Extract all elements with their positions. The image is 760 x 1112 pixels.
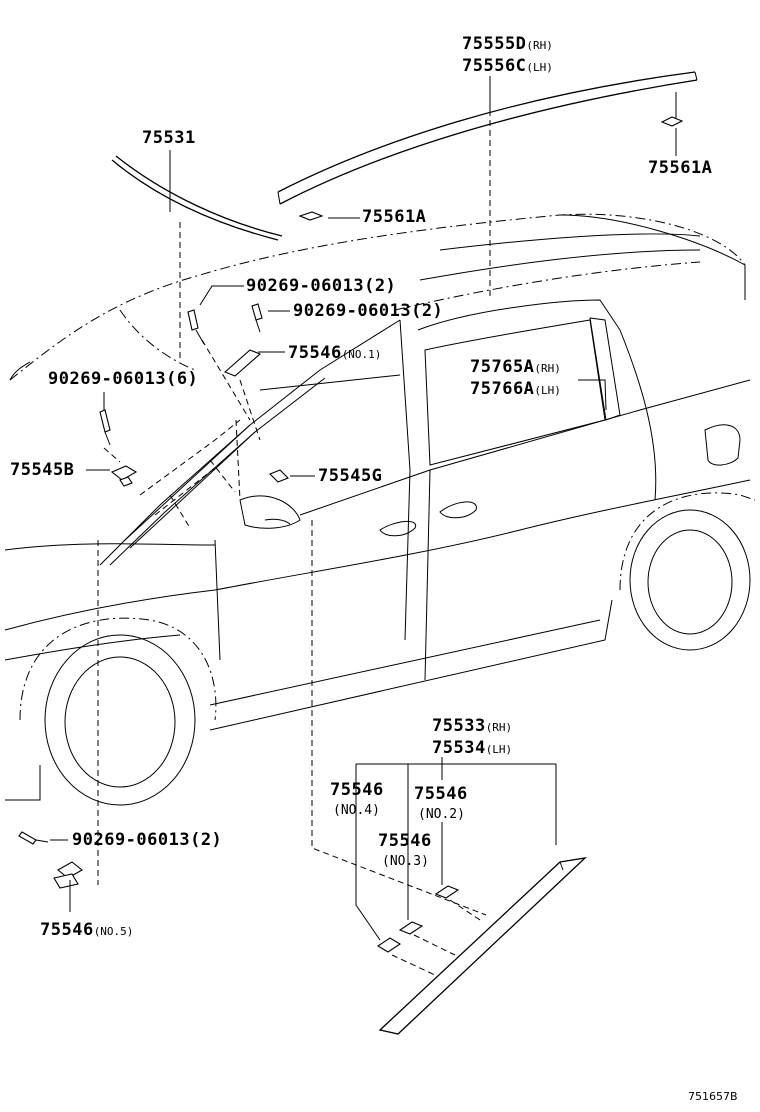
roof-drip-moulding xyxy=(277,71,698,205)
leader-75765 xyxy=(578,379,607,411)
label-75546-no4: 75546 xyxy=(330,780,384,800)
leader-75533-tree xyxy=(355,757,557,941)
label-bolt-90269-6: 90269-06013(6) xyxy=(48,369,199,389)
label-bolt-90269-1: 90269-06013(2) xyxy=(246,276,397,296)
label-75546-no4-sub: (NO.4) xyxy=(333,803,380,818)
label-75556c: 75556C(LH) xyxy=(462,56,553,76)
label-75531: 75531 xyxy=(142,128,196,148)
label-bolt-90269-2: 90269-06013(2) xyxy=(293,301,444,321)
car-body xyxy=(4,213,756,806)
pillar-garnish-area xyxy=(124,419,256,549)
bolt-part-6 xyxy=(99,409,111,446)
label-75546-no2: 75546 xyxy=(414,784,468,804)
rocker-moulding xyxy=(378,857,587,1035)
leader-no2-dashed xyxy=(449,899,481,921)
clip-part-75546-no4 xyxy=(376,937,402,953)
leader-bolt-6-dashed xyxy=(103,447,121,463)
label-75546-no1: 75546(NO.1) xyxy=(288,343,382,363)
label-75561a-mid: 75561A xyxy=(362,207,427,227)
leader-75545g-dashed xyxy=(235,419,241,501)
clip-75561a-top xyxy=(660,92,684,127)
label-75546-no3: 75546 xyxy=(378,831,432,851)
clip-75561a-mid xyxy=(298,211,324,221)
leader-bolt-1 xyxy=(199,285,244,306)
bolt-part-5 xyxy=(18,831,49,845)
clip-part-75546-no1 xyxy=(223,349,262,377)
bolt-part-2 xyxy=(251,303,263,333)
leader-no4-dashed xyxy=(391,954,436,976)
label-75546-no3-sub: (NO.3) xyxy=(382,854,429,869)
label-75561a-top: 75561A xyxy=(648,158,713,178)
windshield-moulding xyxy=(111,155,283,241)
label-75533: 75533(RH) xyxy=(432,716,513,736)
clip-part-75545b xyxy=(110,465,138,487)
clip-part-75545g xyxy=(269,469,289,483)
label-bolt-90269-5: 90269-06013(2) xyxy=(72,830,223,850)
clip-part-75546-no3 xyxy=(398,921,424,935)
label-75546-no5: 75546(NO.5) xyxy=(40,920,134,940)
label-75534: 75534(LH) xyxy=(432,738,513,758)
leader-no3-dashed xyxy=(413,934,456,956)
leader-75546-no1-dashed xyxy=(239,379,261,441)
label-75545b: 75545B xyxy=(10,460,75,480)
label-75555d: 75555D(RH) xyxy=(462,34,553,54)
label-75545g: 75545G xyxy=(318,466,383,486)
figure-id: 751657B xyxy=(688,1090,738,1103)
bolt-part-1 xyxy=(187,309,205,345)
clip-part-75546-no2 xyxy=(434,885,460,899)
label-75765a: 75765A(RH) xyxy=(470,357,561,377)
leader-bolt-1-dashed xyxy=(201,339,251,421)
leader-rocker-dashed xyxy=(311,520,487,916)
clip-part-75546-no5 xyxy=(53,861,83,889)
label-75546-no2-sub: (NO.2) xyxy=(418,807,465,822)
label-75766a: 75766A(LH) xyxy=(470,379,561,399)
